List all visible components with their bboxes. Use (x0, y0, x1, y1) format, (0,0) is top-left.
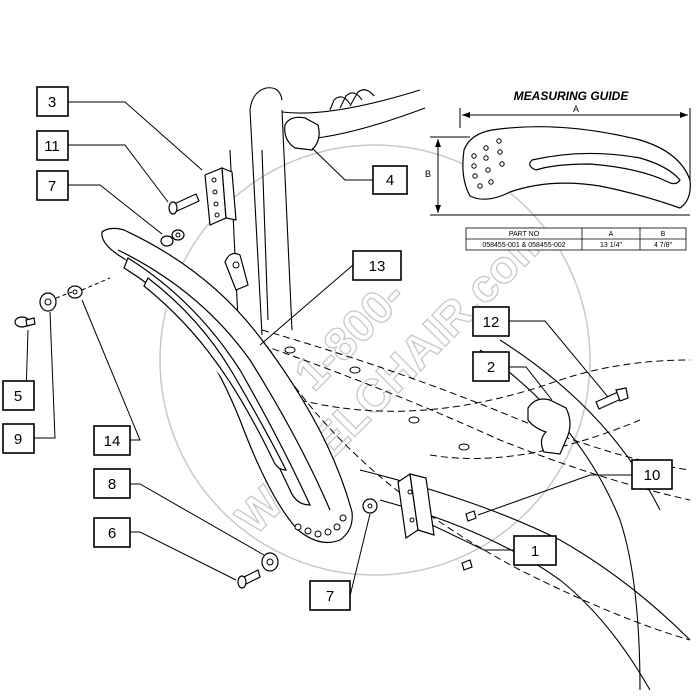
callout-10: 10 (631, 459, 673, 490)
part-10-set-screws (461, 510, 477, 571)
callout-13: 13 (352, 250, 402, 281)
part-number-table: PART NO A B 058455-001 & 058455-002 13 1… (465, 227, 687, 251)
callout-7-bottom: 7 (309, 580, 351, 611)
callout-14-label: 14 (104, 433, 121, 450)
callout-2-label: 2 (487, 359, 495, 376)
watermark-ring (159, 144, 591, 576)
callout-10-label: 10 (644, 467, 661, 484)
callout-14: 14 (93, 425, 131, 456)
callout-8-label: 8 (108, 476, 116, 493)
table-header-b: B (661, 231, 666, 238)
part-6-screw (237, 569, 261, 589)
part-7-washers-top (160, 229, 185, 247)
table-header-part-no: PART NO (509, 231, 540, 238)
part-1-bracket (397, 472, 435, 540)
callout-3: 3 (36, 86, 69, 117)
part-4-clamp (284, 116, 320, 151)
callout-1-label: 1 (531, 543, 539, 560)
part-12-bolt (595, 387, 629, 410)
callout-12-label: 12 (483, 314, 500, 331)
callout-5-label: 5 (14, 388, 22, 405)
callout-5: 5 (2, 380, 35, 411)
part-9-washers (39, 277, 111, 312)
part-3-bracket (204, 167, 237, 226)
callout-13-label: 13 (369, 258, 386, 275)
dimension-b-label: B (425, 169, 431, 179)
dimension-a-label: A (573, 104, 579, 114)
callout-2: 2 (472, 351, 510, 382)
table-cell-a: 13 1/4" (600, 242, 622, 249)
callout-9: 9 (2, 423, 35, 454)
measuring-guide-title: MEASURING GUIDE (514, 89, 630, 103)
part-8-washer (261, 552, 279, 572)
callout-8: 8 (93, 468, 131, 499)
callout-6: 6 (93, 517, 131, 548)
callout-9-label: 9 (14, 431, 22, 448)
callout-4: 4 (372, 165, 408, 195)
table-cell-b: 4 7/8" (654, 242, 673, 249)
callout-7-top-label: 7 (48, 178, 56, 195)
part-13-hinge (224, 252, 249, 291)
callout-1: 1 (513, 535, 557, 566)
callout-3-label: 3 (48, 94, 56, 111)
callout-12: 12 (472, 306, 510, 337)
callout-7-top: 7 (36, 170, 69, 201)
measuring-guide: MEASURING GUIDE A B (425, 89, 691, 216)
callout-7-bottom-label: 7 (326, 588, 334, 605)
part-11-screw (168, 193, 200, 215)
callout-11-label: 11 (44, 138, 60, 155)
callout-4-label: 4 (386, 172, 394, 189)
table-cell-part-no: 058455-001 & 058455-002 (482, 242, 565, 249)
part-5-screw (14, 316, 36, 328)
part-2-clamp (527, 398, 571, 455)
callout-11: 11 (36, 130, 69, 161)
callout-6-label: 6 (108, 525, 116, 542)
table-header-a: A (609, 231, 614, 238)
part-14-side-guard (101, 227, 353, 543)
part-7-washer-bottom (362, 498, 378, 514)
